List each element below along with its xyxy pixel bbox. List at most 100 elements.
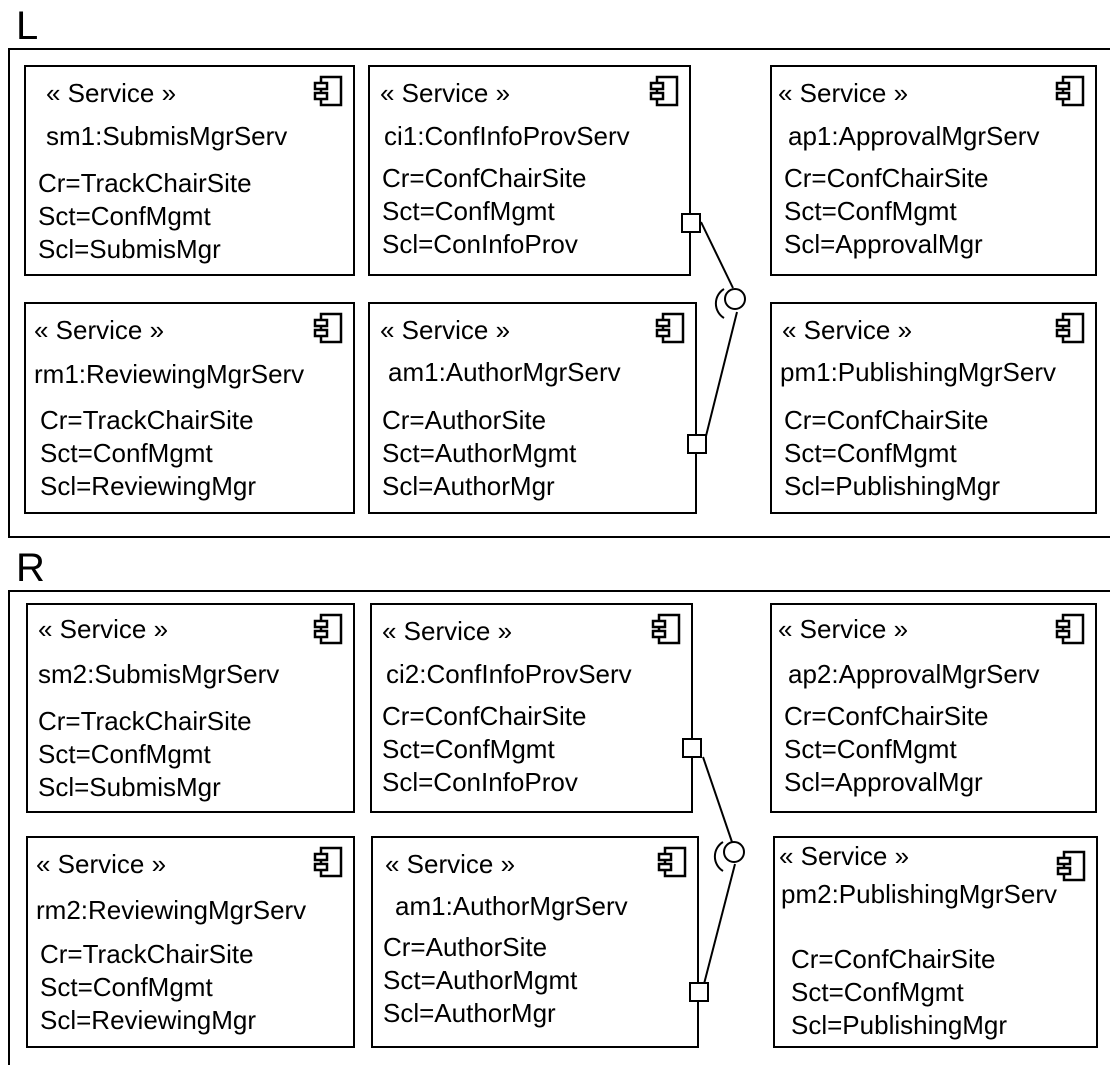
attribute: Scl=PublishingMgr	[791, 1010, 1008, 1040]
attribute: Cr=ConfChairSite	[382, 701, 587, 731]
attribute-list: Cr=ConfChairSite Sct=ConfMgmt Scl=Publis…	[784, 404, 1000, 503]
component-ci2[interactable]: « Service » ci2:ConfInfoProvServ Cr=Conf…	[370, 603, 693, 813]
component-name: pm1:PublishingMgrServ	[780, 357, 1057, 387]
attribute: Scl=SubmisMgr	[38, 234, 221, 264]
attribute: Sct=ConfMgmt	[40, 438, 213, 468]
required-interface-socket-icon	[713, 841, 724, 872]
component-pm2[interactable]: « Service » pm2:PublishingMgrServ Cr=Con…	[773, 836, 1098, 1048]
attribute: Cr=ConfChairSite	[382, 163, 587, 193]
attribute: Sct=ConfMgmt	[382, 196, 555, 226]
component-am1-r[interactable]: « Service » am1:AuthorMgrServ Cr=AuthorS…	[371, 836, 699, 1048]
attribute: Sct=ConfMgmt	[38, 739, 211, 769]
component-name: ap2:ApprovalMgrServ	[788, 659, 1040, 689]
attribute: Cr=TrackChairSite	[38, 168, 252, 198]
component-icon	[657, 846, 687, 878]
stereotype-label: « Service »	[779, 841, 910, 871]
port-am1[interactable]	[687, 434, 707, 454]
component-name: ap1:ApprovalMgrServ	[788, 121, 1040, 151]
component-icon	[1055, 613, 1085, 645]
component-name: rm2:ReviewingMgrServ	[36, 895, 307, 925]
attribute: Cr=TrackChairSite	[40, 405, 254, 435]
attribute: Sct=ConfMgmt	[38, 201, 211, 231]
required-interface-socket-icon	[714, 288, 725, 319]
component-icon	[649, 75, 679, 107]
attribute: Scl=ApprovalMgr	[784, 767, 983, 797]
component-am1[interactable]: « Service » am1:AuthorMgrServ Cr=AuthorS…	[368, 302, 697, 514]
attribute: Cr=ConfChairSite	[784, 405, 989, 435]
component-name: ci2:ConfInfoProvServ	[386, 659, 632, 689]
attribute-list: Cr=ConfChairSite Sct=ConfMgmt Scl=ConInf…	[382, 700, 586, 799]
component-name: ci1:ConfInfoProvServ	[384, 121, 630, 151]
provided-interface-ball-icon	[724, 288, 746, 310]
attribute: Cr=ConfChairSite	[784, 701, 989, 731]
section-frame-l	[8, 48, 1110, 538]
attribute-list: Cr=TrackChairSite Sct=ConfMgmt Scl=Revie…	[40, 404, 256, 503]
component-sm1[interactable]: « Service » sm1:SubmisMgrServ Cr=TrackCh…	[24, 65, 355, 276]
component-icon	[313, 75, 343, 107]
attribute-list: Cr=TrackChairSite Sct=ConfMgmt Scl=Submi…	[38, 167, 252, 266]
attribute-list: Cr=AuthorSite Sct=AuthorMgmt Scl=AuthorM…	[383, 931, 577, 1030]
attribute-list: Cr=ConfChairSite Sct=ConfMgmt Scl=Publis…	[791, 943, 1007, 1042]
stereotype-label: « Service »	[38, 614, 169, 644]
stereotype-label: « Service »	[34, 315, 165, 345]
component-sm2[interactable]: « Service » sm2:SubmisMgrServ Cr=TrackCh…	[26, 603, 355, 813]
component-name: sm2:SubmisMgrServ	[38, 659, 280, 689]
attribute: Scl=ReviewingMgr	[40, 471, 257, 501]
attribute-list: Cr=ConfChairSite Sct=ConfMgmt Scl=ConInf…	[382, 162, 586, 261]
attribute-list: Cr=TrackChairSite Sct=ConfMgmt Scl=Submi…	[38, 705, 252, 804]
component-icon	[1056, 850, 1086, 882]
stereotype-label: « Service »	[382, 616, 513, 646]
attribute: Scl=AuthorMgr	[382, 471, 555, 501]
component-icon	[1055, 312, 1085, 344]
component-rm1[interactable]: « Service » rm1:ReviewingMgrServ Cr=Trac…	[24, 302, 355, 514]
attribute: Scl=ConInfoProv	[382, 767, 578, 797]
attribute-list: Cr=ConfChairSite Sct=ConfMgmt Scl=Approv…	[784, 162, 988, 261]
component-rm2[interactable]: « Service » rm2:ReviewingMgrServ Cr=Trac…	[26, 836, 355, 1048]
attribute-list: Cr=AuthorSite Sct=AuthorMgmt Scl=AuthorM…	[382, 404, 576, 503]
component-ci1[interactable]: « Service » ci1:ConfInfoProvServ Cr=Conf…	[368, 65, 691, 276]
attribute: Scl=ConInfoProv	[382, 229, 578, 259]
attribute: Sct=ConfMgmt	[784, 734, 957, 764]
section-label-l: L	[16, 4, 39, 48]
stereotype-label: « Service »	[36, 849, 167, 879]
port-am1-r[interactable]	[689, 982, 709, 1002]
port-ci2[interactable]	[682, 738, 702, 758]
component-icon	[651, 613, 681, 645]
stereotype-label: « Service »	[782, 315, 913, 345]
stereotype-label: « Service »	[778, 78, 909, 108]
attribute: Scl=PublishingMgr	[784, 471, 1001, 501]
component-icon	[655, 312, 685, 344]
component-name: am1:AuthorMgrServ	[388, 357, 621, 387]
component-icon	[313, 613, 343, 645]
port-ci1[interactable]	[681, 213, 701, 233]
attribute-list: Cr=TrackChairSite Sct=ConfMgmt Scl=Revie…	[40, 938, 256, 1037]
attribute: Scl=ApprovalMgr	[784, 229, 983, 259]
provided-interface-ball-icon	[723, 841, 745, 863]
attribute: Cr=ConfChairSite	[784, 163, 989, 193]
stereotype-label: « Service »	[385, 849, 516, 879]
attribute: Sct=ConfMgmt	[784, 196, 957, 226]
attribute: Sct=ConfMgmt	[791, 977, 964, 1007]
section-label-r: R	[16, 546, 45, 590]
component-ap1[interactable]: « Service » ap1:ApprovalMgrServ Cr=ConfC…	[770, 65, 1097, 276]
attribute: Cr=ConfChairSite	[791, 944, 996, 974]
component-ap2[interactable]: « Service » ap2:ApprovalMgrServ Cr=ConfC…	[770, 603, 1097, 813]
component-name: rm1:ReviewingMgrServ	[34, 359, 305, 389]
stereotype-label: « Service »	[380, 78, 511, 108]
attribute: Sct=AuthorMgmt	[382, 438, 577, 468]
attribute: Sct=ConfMgmt	[382, 734, 555, 764]
component-name: am1:AuthorMgrServ	[395, 891, 628, 921]
stereotype-label: « Service »	[46, 78, 177, 108]
attribute: Cr=TrackChairSite	[38, 706, 252, 736]
attribute: Scl=AuthorMgr	[383, 998, 556, 1028]
attribute: Cr=AuthorSite	[382, 405, 547, 435]
component-pm1[interactable]: « Service » pm1:PublishingMgrServ Cr=Con…	[770, 302, 1097, 514]
stereotype-label: « Service »	[778, 614, 909, 644]
attribute: Sct=ConfMgmt	[784, 438, 957, 468]
attribute: Sct=ConfMgmt	[40, 972, 213, 1002]
attribute: Sct=AuthorMgmt	[383, 965, 578, 995]
section-frame-r	[8, 590, 1110, 1065]
component-name: pm2:PublishingMgrServ	[781, 879, 1058, 909]
